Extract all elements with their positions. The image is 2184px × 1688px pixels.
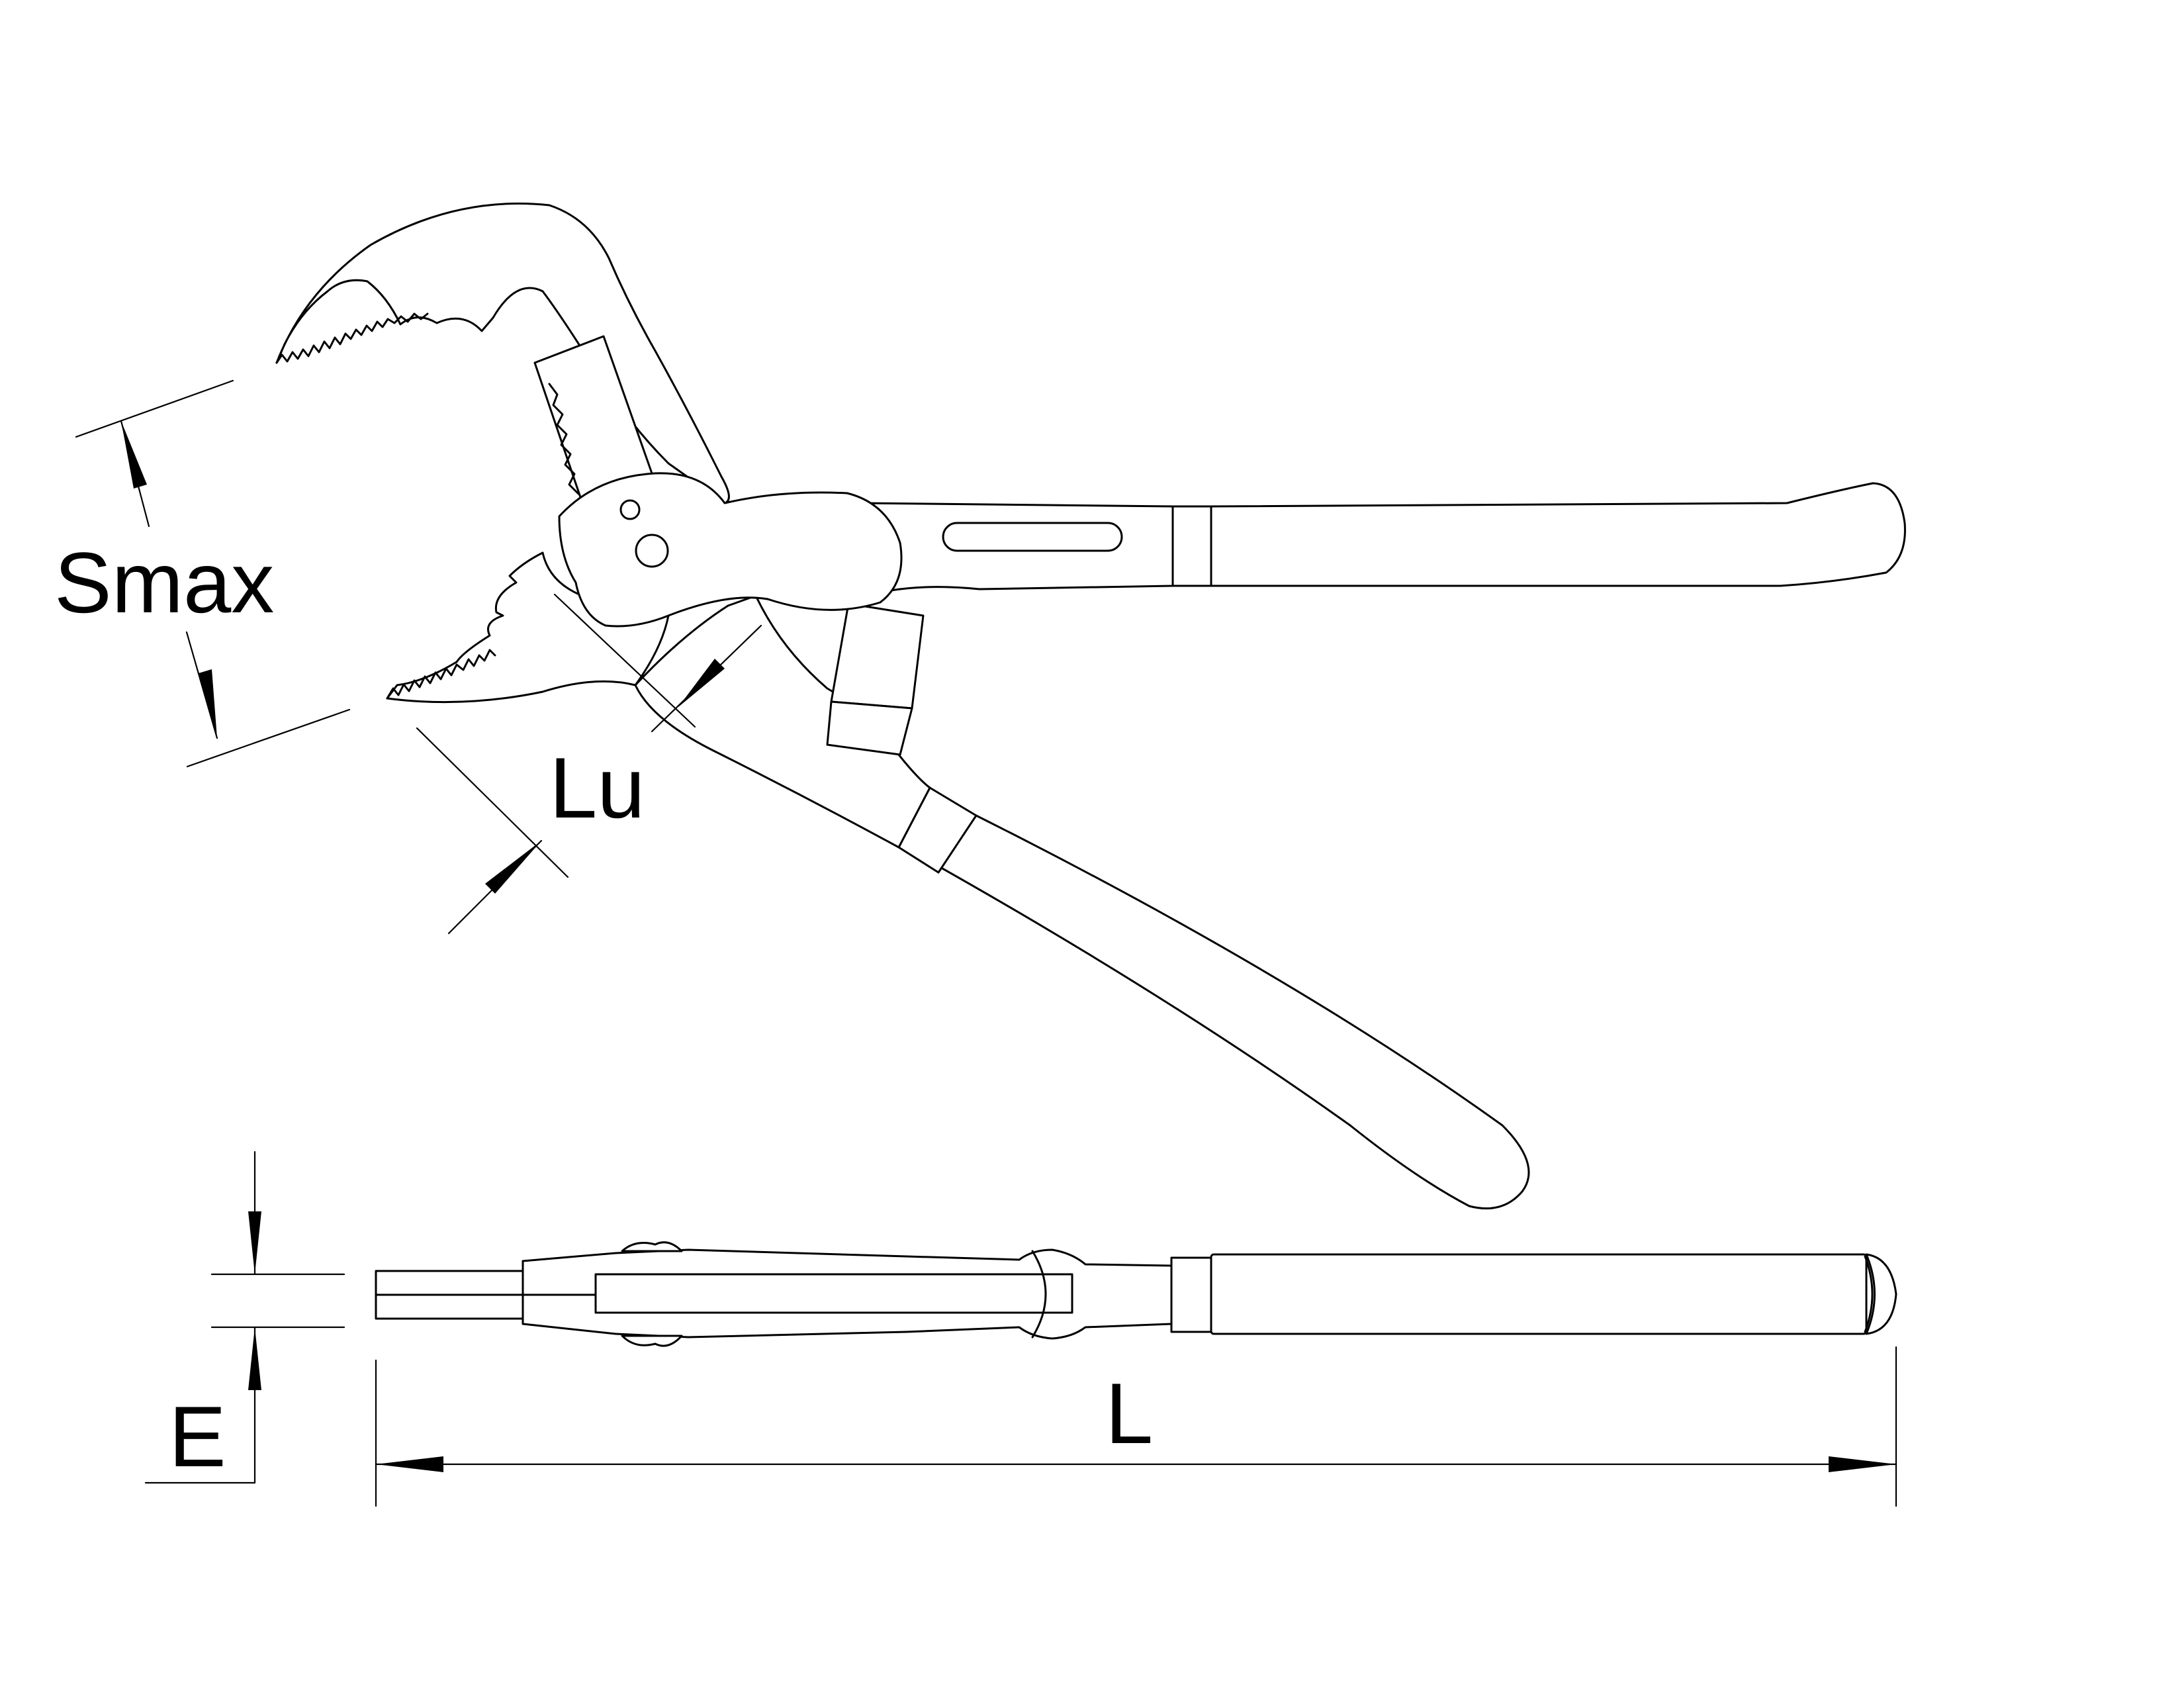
pivot-bolt-large (635, 534, 669, 568)
pliers-side-view (275, 203, 1906, 1209)
l-arrow-left (376, 1456, 443, 1472)
smax-extension-top (75, 379, 234, 438)
top-view-ferrule (1170, 1256, 1212, 1333)
l-label: L (1105, 1365, 1153, 1462)
smax-dim-line-bottom (185, 631, 218, 739)
rack-teeth (548, 383, 580, 495)
dimension-smax: Smax (54, 379, 351, 768)
top-view-slot (594, 1273, 1073, 1314)
e-arrow-top (248, 1211, 261, 1274)
e-arrow-bottom (248, 1327, 261, 1390)
top-view-grip-end-inner (1864, 1255, 1874, 1333)
top-view-grip (1210, 1253, 1868, 1335)
lower-handle-grip (915, 798, 1530, 1209)
upper-handle-ferrule (1171, 505, 1212, 587)
dimension-e: E (144, 1150, 345, 1485)
lu-extension-pivot (553, 593, 696, 728)
lu-arrow-lower (485, 841, 541, 894)
lu-label: Lu (549, 739, 645, 836)
top-view-pivot-head (621, 1241, 683, 1252)
e-label: E (169, 1388, 226, 1485)
top-view-pivot-head-bottom (621, 1335, 683, 1347)
pliers-top-view (375, 1241, 1897, 1347)
smax-arrow-top (121, 421, 147, 489)
lower-jaw-teeth (386, 649, 496, 700)
top-view-adjuster (1031, 1250, 1047, 1338)
adjuster-block-upper (830, 602, 925, 710)
upper-arm-slot (942, 522, 1123, 552)
upper-jaw (275, 203, 730, 504)
smax-extension-bottom (186, 708, 351, 768)
upper-jaw-teeth (275, 312, 429, 364)
dimension-lu: Lu (416, 593, 762, 935)
lu-extension-tip (416, 727, 569, 878)
adjuster-block-lower (826, 700, 913, 756)
l-arrow-right (1829, 1456, 1896, 1472)
upper-handle-grip (1210, 482, 1906, 587)
lu-arrow-upper (678, 659, 725, 707)
smax-label: Smax (54, 534, 274, 631)
pivot-bolt-small (619, 499, 641, 520)
smax-arrow-bottom (199, 669, 217, 738)
dimension-l: L (375, 1346, 1897, 1507)
top-view-grip-end (1865, 1253, 1897, 1335)
pivot-head (558, 472, 903, 628)
